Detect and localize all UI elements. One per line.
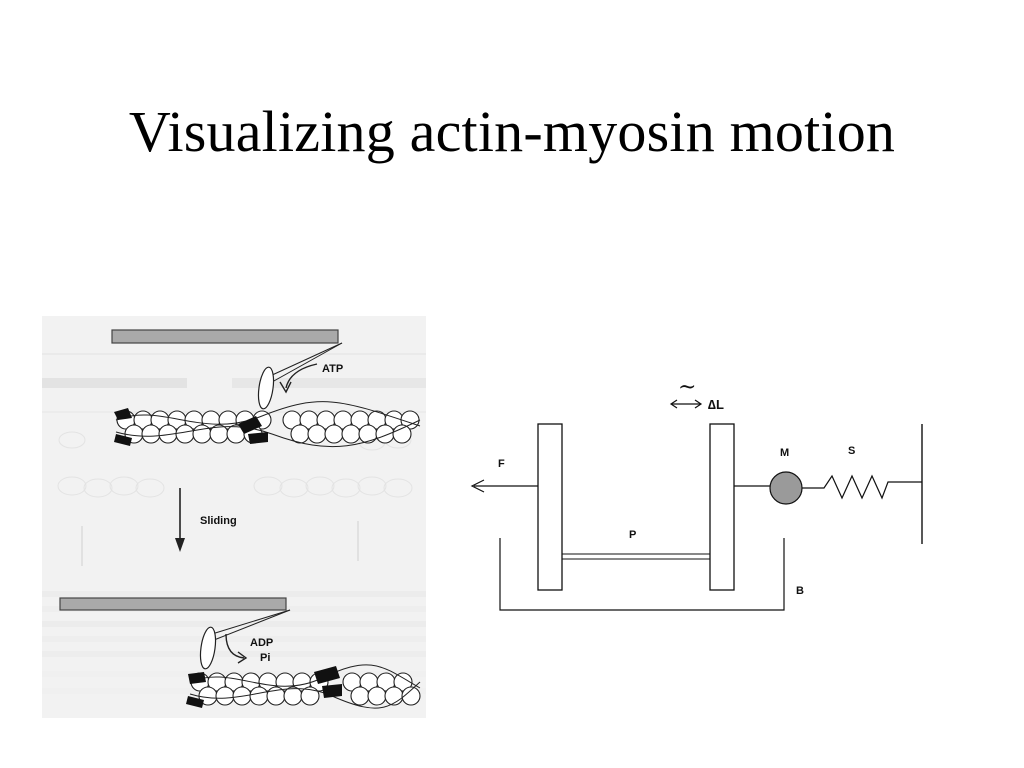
tilde-symbol: ~: [678, 375, 696, 400]
myosin-head-black-8: [322, 684, 342, 698]
bath-container: [499, 538, 785, 611]
myosin-head-top: [257, 366, 275, 410]
spring-label: S: [848, 445, 855, 457]
myosin-head-black-3: [238, 416, 262, 434]
slide-title: Visualizing actin-myosin motion: [128, 99, 896, 164]
left-plate: [537, 423, 563, 591]
myosin-head-black-7: [314, 666, 340, 684]
mechanical-model-figure: B P F ~ ∆L M S: [460, 372, 940, 622]
myosin-head-black-4: [248, 432, 268, 444]
bath-label: B: [796, 585, 804, 597]
top-glass-bar: [111, 329, 339, 344]
right-plate: [709, 423, 735, 591]
plate-label: P: [629, 529, 636, 541]
myosin-head-black-5: [188, 672, 206, 684]
myosin-head-bottom: [199, 626, 217, 670]
mass-label: M: [780, 447, 789, 459]
pi-label: Pi: [260, 652, 270, 664]
myosin-head-black-6: [186, 696, 204, 708]
adp-label: ADP: [250, 637, 273, 649]
force-label: F: [498, 458, 505, 470]
mass-ball: [769, 471, 803, 505]
sliding-label: Sliding: [200, 515, 237, 527]
atp-label: ATP: [322, 363, 343, 375]
delta-l-label: ∆L: [708, 397, 724, 412]
bottom-glass-bar: [59, 597, 287, 611]
myosin-head-black-2: [114, 434, 132, 446]
actin-myosin-sliding-figure: ATP Sliding: [42, 316, 426, 718]
spring: [802, 474, 922, 500]
myosin-head-black-1: [114, 408, 132, 420]
